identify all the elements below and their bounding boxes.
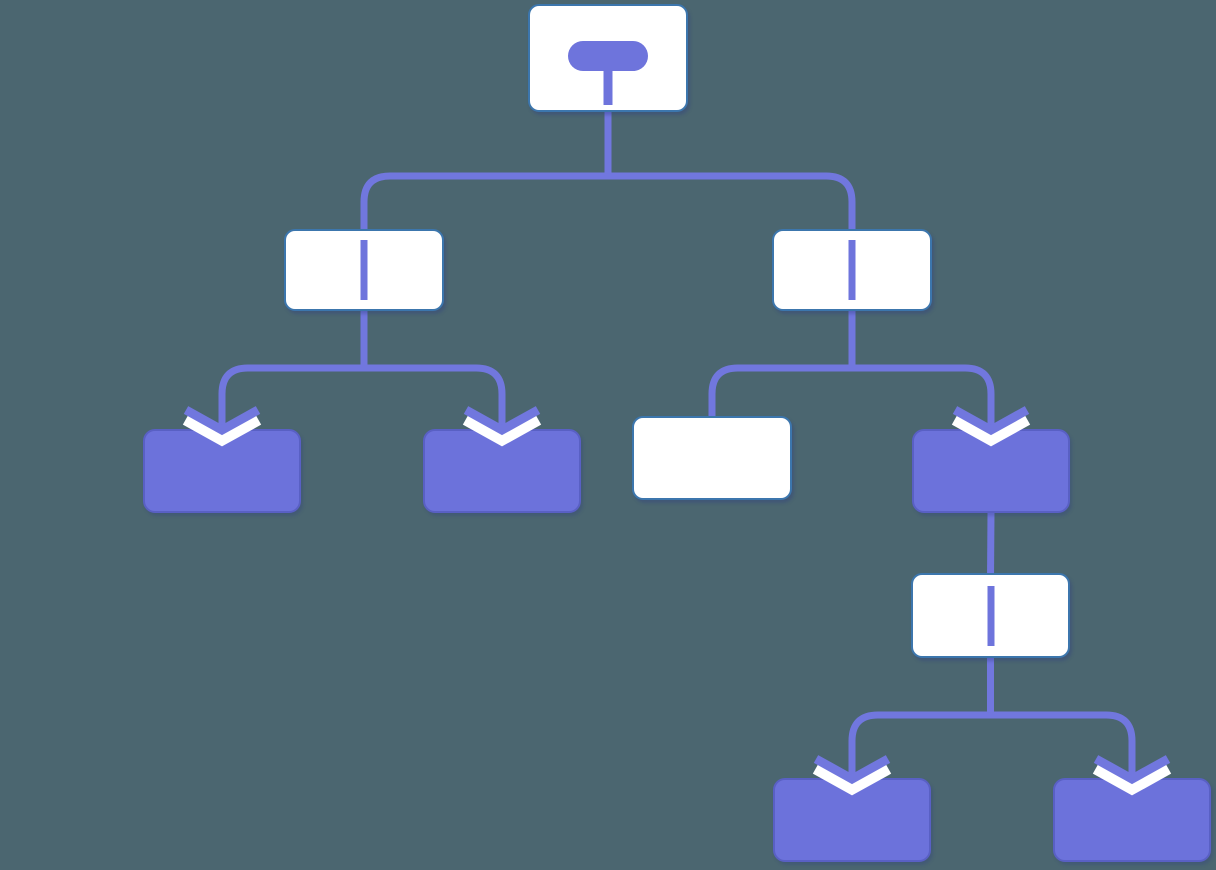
connector-branch: [608, 172, 856, 235]
divider-line-icon: [987, 585, 994, 646]
tree-node-leaf-4[interactable]: [912, 429, 1070, 513]
tree-node-root[interactable]: [528, 4, 688, 112]
tree-node-leaf-5[interactable]: [773, 778, 931, 862]
connector-line: [987, 512, 995, 580]
connector-branch: [360, 172, 608, 235]
divider-line-icon: [848, 240, 856, 300]
tree-node-leaf-6[interactable]: [1053, 778, 1211, 862]
tree-node-branch-right[interactable]: [772, 229, 932, 311]
pill-stem-icon: [603, 70, 613, 105]
tree-node-leaf-2[interactable]: [423, 429, 581, 513]
pill-icon: [568, 41, 648, 71]
tree-node-branch-lower[interactable]: [911, 573, 1070, 658]
divider-line-icon: [360, 240, 368, 300]
tree-node-branch-left[interactable]: [284, 229, 444, 311]
tree-node-leaf-1[interactable]: [143, 429, 301, 513]
connector-branch: [708, 364, 852, 422]
tree-node-leaf-3[interactable]: [632, 416, 792, 500]
